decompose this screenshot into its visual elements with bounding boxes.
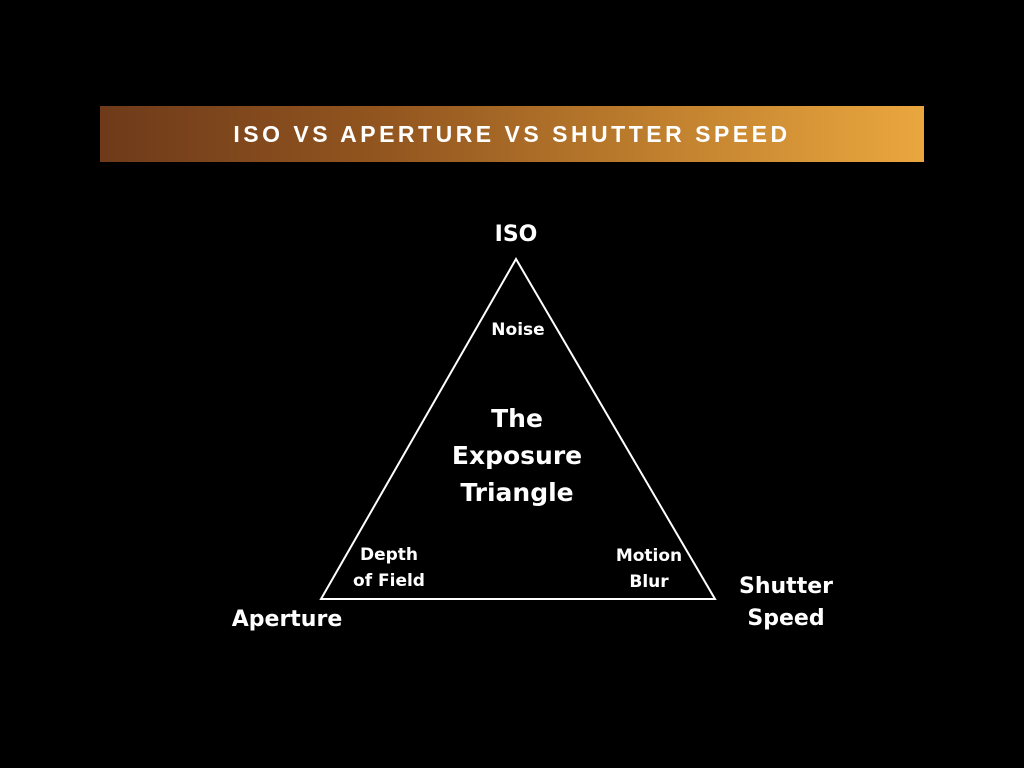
- vertex-label-aperture: Aperture: [231, 607, 343, 632]
- center-label-line: Triangle: [460, 478, 574, 507]
- triangle-outline: [319, 257, 717, 600]
- inner-label-line: of Field: [353, 571, 425, 591]
- vertex-label-iso: ISO: [494, 222, 538, 247]
- inner-label-line: Depth: [359, 545, 419, 565]
- vertex-label-shutter-speed: Shutter Speed: [739, 571, 833, 635]
- vertex-label-line: Speed: [747, 606, 825, 631]
- inner-label-line: Blur: [629, 572, 669, 592]
- title-banner: ISO VS APERTURE VS SHUTTER SPEED: [100, 106, 924, 162]
- page-title: ISO VS APERTURE VS SHUTTER SPEED: [233, 120, 791, 147]
- inner-label-motion-blur: Motion Blur: [616, 543, 682, 595]
- vertex-label-line: Shutter: [739, 574, 833, 599]
- center-label-line: The: [491, 404, 543, 433]
- inner-label-line: Motion: [615, 546, 683, 566]
- center-label-line: Exposure: [451, 441, 583, 470]
- center-label: The Exposure Triangle: [452, 400, 582, 511]
- inner-label-depth-of-field: Depth of Field: [353, 542, 425, 594]
- inner-label-noise: Noise: [491, 320, 545, 340]
